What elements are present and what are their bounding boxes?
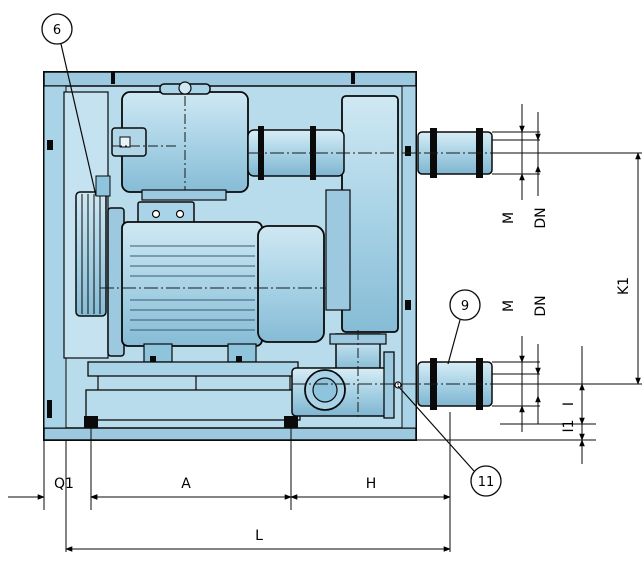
motor-foot-left — [143, 343, 173, 363]
dim-a-label: A — [181, 476, 191, 492]
belt-tensioner — [95, 175, 111, 197]
base-rail-bottom — [85, 389, 301, 421]
callout-11: 11 — [397, 385, 502, 497]
lower-pipe — [291, 330, 500, 420]
check-valve-inner — [312, 377, 338, 403]
pulley-body — [75, 191, 107, 317]
silencer-vent — [178, 81, 192, 95]
dim-i-label: I — [561, 402, 577, 406]
right-dimensions — [416, 104, 642, 464]
lower-flange — [383, 351, 395, 419]
callout-6-leader — [60, 43, 97, 197]
callout-6: 6 — [41, 13, 97, 197]
base-rail-top — [87, 361, 299, 377]
dim-m-lower-label: M — [501, 300, 517, 312]
bottom-dimensions — [8, 412, 451, 552]
callout-9-label: 9 — [461, 299, 469, 314]
dim-m-upper-label: M — [501, 212, 517, 224]
motor-cooling-fins — [130, 245, 255, 331]
blower-housing — [325, 95, 399, 333]
callout-9-circle — [449, 289, 481, 321]
callout-6-label: 6 — [53, 23, 61, 38]
blower-mid-block — [325, 189, 351, 311]
panel-hinge-1 — [405, 146, 411, 156]
callout-11-leader — [397, 385, 475, 472]
dim-h-label: H — [366, 476, 377, 492]
motor-body — [121, 221, 263, 347]
belt-pulley — [63, 91, 111, 359]
motor-fan-cover — [257, 225, 325, 343]
callout-9-leader — [447, 319, 461, 365]
roof-mark-left — [111, 72, 115, 84]
roof-mark-right — [351, 72, 355, 84]
upper-inner-clamp-2 — [310, 126, 316, 180]
silencer-cylinder — [111, 81, 249, 201]
enclosure-roof — [43, 71, 417, 87]
silencer-base — [141, 189, 227, 201]
callout-9: 9 — [447, 289, 481, 365]
dim-dn-upper-label: DN — [533, 207, 549, 228]
panel-hinge-4 — [47, 400, 52, 418]
enclosure-left-panel — [43, 85, 67, 429]
dim-dn-lower-label: DN — [533, 295, 549, 316]
dim-i1-label: I1 — [561, 419, 577, 432]
terminal-bolt-2 — [175, 209, 185, 219]
electric-motor — [100, 201, 348, 370]
upper-pipe — [247, 126, 500, 180]
enclosure-right-panel — [401, 85, 417, 429]
panel-hinge-3 — [47, 140, 53, 150]
fitting-11-marker — [394, 381, 402, 389]
silencer-valve-knob — [119, 136, 131, 148]
base-foot-left — [84, 416, 98, 428]
callout-11-label: 11 — [478, 475, 495, 490]
callout-6-circle — [41, 13, 73, 45]
base-frame — [84, 361, 301, 428]
dim-k1-label: K1 — [616, 277, 632, 295]
callout-11-circle — [470, 465, 502, 497]
dim-q1-label: Q1 — [54, 476, 74, 492]
panel-hinge-2 — [405, 300, 411, 310]
dim-l-label: L — [255, 528, 263, 544]
terminal-bolt-1 — [151, 209, 161, 219]
enclosure-floor — [43, 427, 417, 441]
